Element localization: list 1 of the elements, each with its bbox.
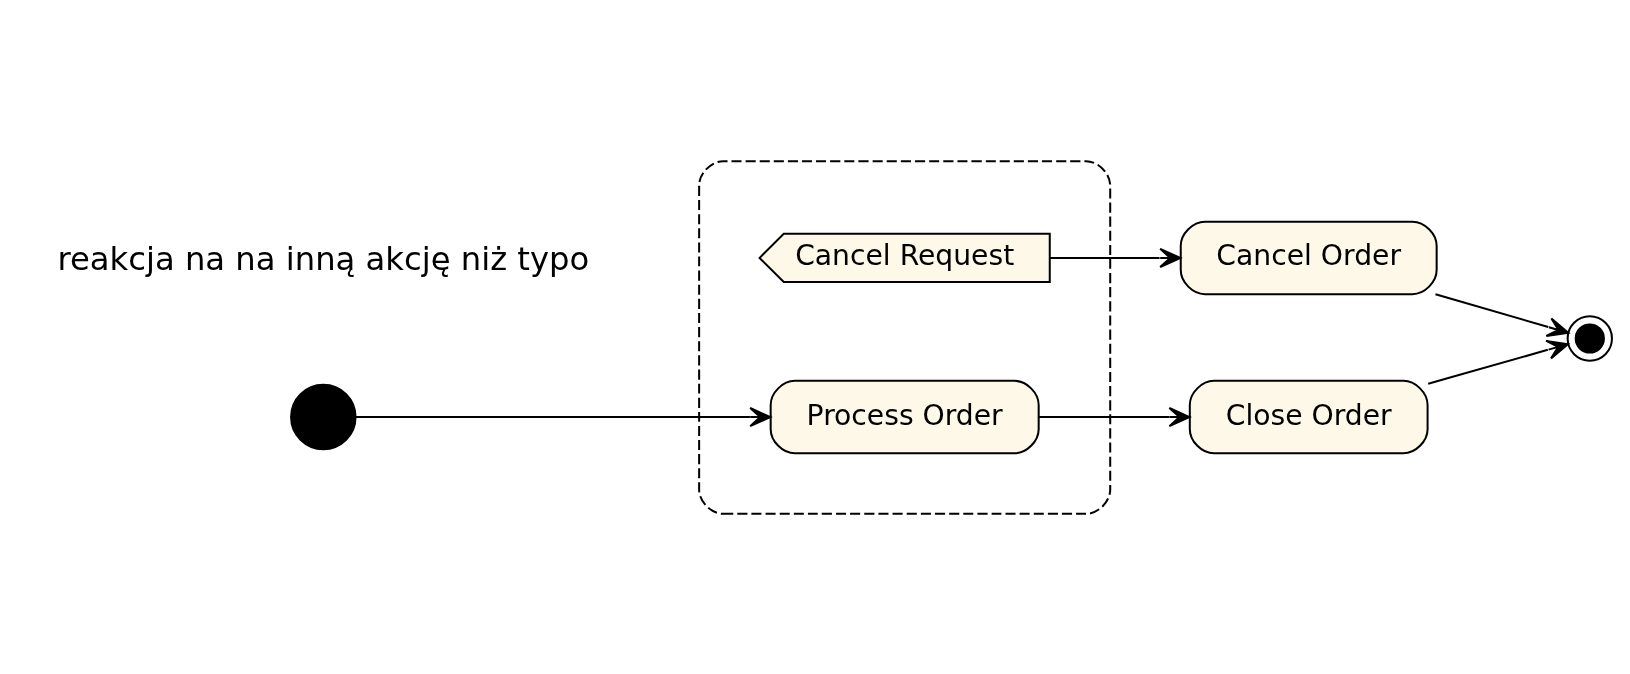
label: reakcja na na inną akcję niż typo [57, 239, 590, 278]
